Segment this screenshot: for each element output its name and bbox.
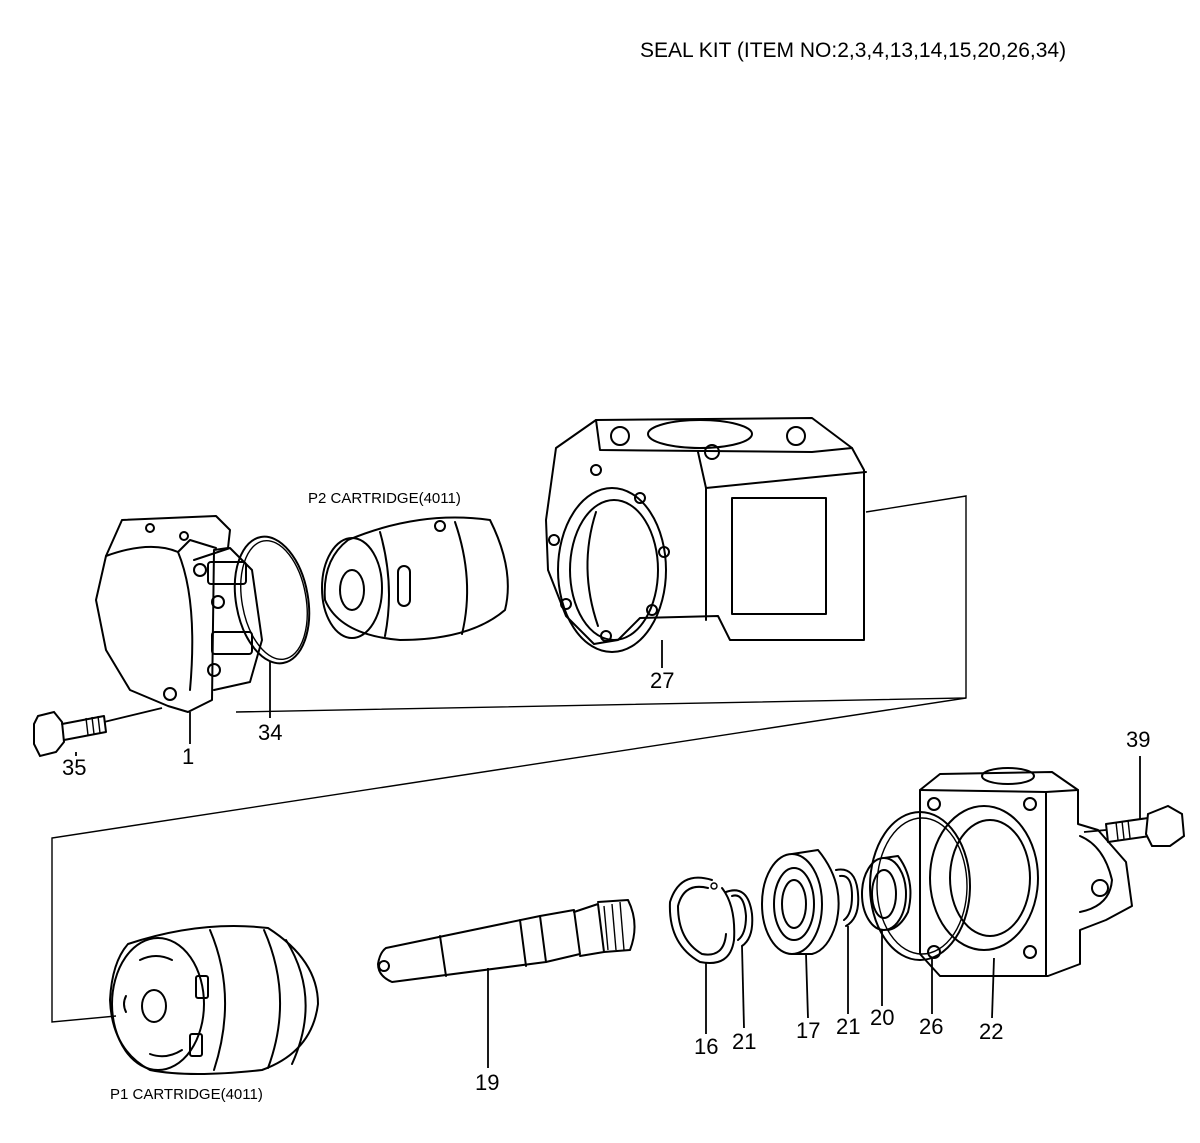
label-item-26: 26 bbox=[919, 1014, 943, 1039]
bolt-part-39 bbox=[1083, 804, 1186, 847]
p2-cartridge-caption: P2 CARTRIDGE(4011) bbox=[308, 490, 461, 507]
retaining-ring-part-21-left bbox=[725, 889, 754, 947]
p1-cartridge bbox=[109, 925, 319, 1075]
label-item-20: 20 bbox=[870, 1005, 894, 1030]
label-item-1: 1 bbox=[182, 744, 194, 769]
shaft-part-19 bbox=[377, 899, 636, 983]
label-item-19: 19 bbox=[475, 1070, 499, 1095]
label-item-21-left: 21 bbox=[732, 1029, 756, 1054]
label-item-16: 16 bbox=[694, 1034, 718, 1059]
label-item-17: 17 bbox=[796, 1018, 820, 1043]
retaining-ring-part-21-right bbox=[835, 868, 860, 927]
label-item-35: 35 bbox=[62, 755, 86, 780]
label-item-39: 39 bbox=[1126, 727, 1150, 752]
pump-body-part-27 bbox=[545, 417, 867, 653]
seal-kit-title: SEAL KIT (ITEM NO:2,3,4,13,14,15,20,26,3… bbox=[640, 39, 1066, 62]
bolt-part-35 bbox=[33, 707, 163, 758]
label-item-21-right: 21 bbox=[836, 1014, 860, 1039]
p2-cartridge bbox=[321, 516, 509, 641]
bearing-part-17 bbox=[761, 849, 840, 955]
snap-ring-part-16 bbox=[668, 876, 736, 964]
label-item-27: 27 bbox=[650, 668, 674, 693]
o-ring-part-34 bbox=[233, 535, 311, 665]
label-item-34: 34 bbox=[258, 720, 282, 745]
assembly-path-lines bbox=[51, 495, 967, 1023]
oil-seal-part-20 bbox=[861, 855, 912, 931]
label-item-22: 22 bbox=[979, 1019, 1003, 1044]
end-cover-part-1 bbox=[95, 515, 263, 713]
mounting-flange-part-22 bbox=[919, 767, 1133, 977]
leader-lines bbox=[75, 640, 1141, 1068]
p1-cartridge-caption: P1 CARTRIDGE(4011) bbox=[110, 1086, 263, 1103]
